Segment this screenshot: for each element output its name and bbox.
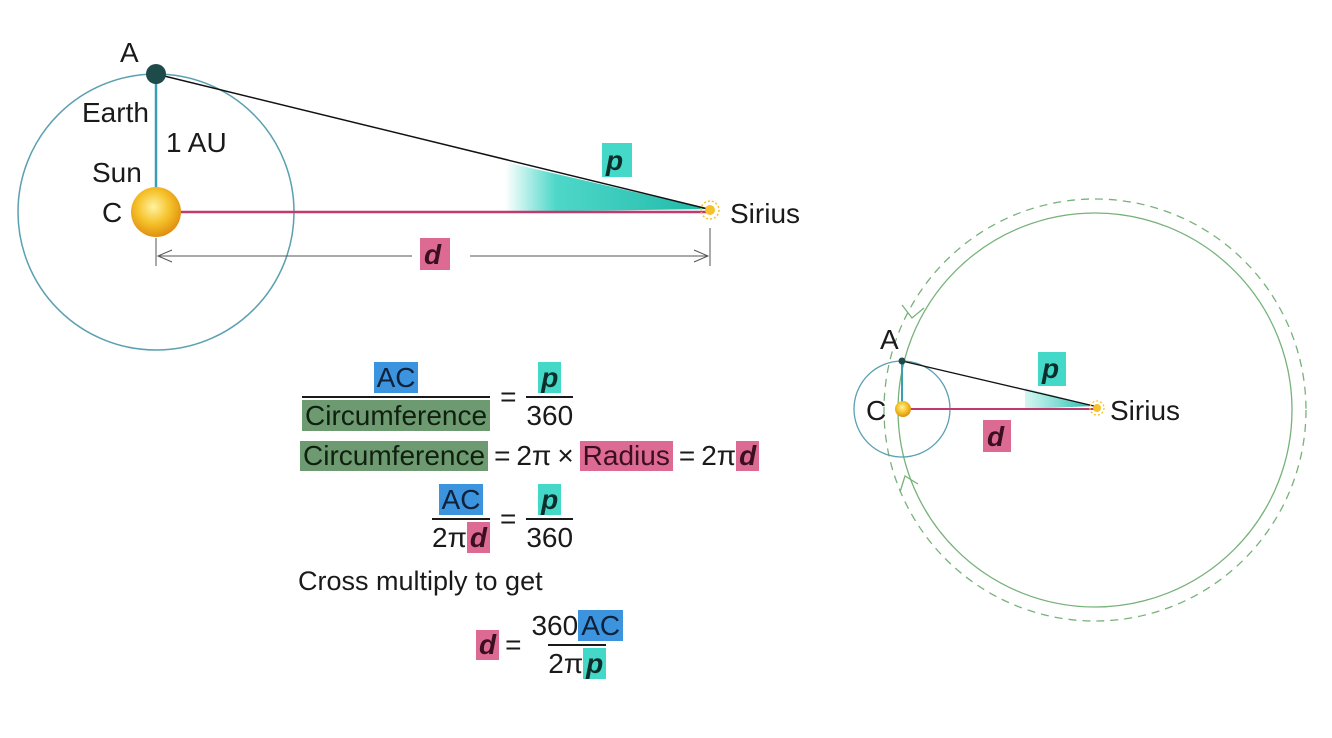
eq2-radius: Radius bbox=[579, 441, 673, 471]
dimension-arrow-right bbox=[693, 249, 710, 263]
label-sirius-small: Sirius bbox=[1110, 395, 1180, 426]
eq4-equals: = bbox=[505, 629, 522, 660]
eq1-360: 360 bbox=[526, 396, 574, 432]
eq2-d: d bbox=[736, 441, 760, 471]
label-d: d bbox=[424, 239, 442, 270]
label-sirius: Sirius bbox=[730, 198, 800, 229]
eq3-ac: AC bbox=[438, 484, 484, 515]
earth-small bbox=[898, 357, 906, 365]
label-a-small: A bbox=[880, 324, 899, 355]
equations-block: AC Circumference = p 360 Circumference =… bbox=[290, 360, 830, 700]
eq2-equals-2: = bbox=[678, 440, 696, 471]
parallax-angle-wedge bbox=[505, 162, 708, 212]
eq3-360: 360 bbox=[526, 518, 574, 554]
orbit-arrow-top bbox=[901, 304, 925, 319]
eq1-fraction-left: AC Circumference bbox=[302, 362, 491, 432]
eq3-fraction-right: p 360 bbox=[526, 484, 574, 554]
label-1-au: 1 AU bbox=[166, 127, 227, 158]
equation-2: Circumference = 2π × Radius = 2π d bbox=[300, 440, 760, 472]
dimension-arrow-left bbox=[156, 249, 173, 263]
eq2-circumference: Circumference bbox=[300, 441, 489, 471]
left-diagram: A Earth 1 AU Sun C p Sirius d bbox=[17, 37, 800, 351]
eq2-equals-1: = bbox=[494, 440, 511, 471]
label-p-small: p bbox=[1041, 353, 1059, 384]
eq1-equals: = bbox=[500, 381, 517, 412]
orbit-arrow-bottom bbox=[899, 475, 919, 493]
eq1-ac: AC bbox=[373, 362, 419, 393]
label-d-highlight bbox=[420, 238, 450, 270]
eq2-two-pi: 2π bbox=[516, 440, 552, 471]
eq1-p: p bbox=[538, 362, 562, 393]
right-diagram: A C p Sirius d bbox=[853, 198, 1307, 622]
eq2-times: × bbox=[557, 440, 574, 471]
label-d-small: d bbox=[987, 421, 1005, 452]
eq1-circumference: Circumference bbox=[302, 400, 491, 431]
cross-multiply-note: Cross multiply to get bbox=[298, 566, 543, 596]
sightline-small bbox=[901, 360, 1095, 407]
label-p-small-highlight bbox=[1038, 352, 1066, 386]
label-d-small-highlight bbox=[983, 420, 1011, 452]
eq4-360: 360 bbox=[531, 610, 579, 641]
eq3-two-pi: 2π bbox=[432, 522, 467, 553]
star-sirius-small bbox=[1089, 400, 1105, 416]
eq4-two-pi: 2π bbox=[548, 648, 584, 679]
eq3-d: d bbox=[466, 522, 490, 553]
eq1-fraction-right: p 360 bbox=[526, 362, 574, 432]
label-p-highlight bbox=[602, 143, 632, 177]
eq4-p: p bbox=[583, 648, 607, 679]
label-p: p bbox=[605, 145, 623, 176]
label-c: C bbox=[102, 197, 122, 228]
eq3-p: p bbox=[538, 484, 562, 515]
eq4-ac: AC bbox=[578, 610, 624, 641]
label-sun: Sun bbox=[92, 157, 142, 188]
equation-1: AC Circumference = p 360 bbox=[298, 362, 577, 432]
sightline-earth-to-star bbox=[155, 73, 709, 210]
label-c-small: C bbox=[866, 395, 886, 426]
eq4-d: d bbox=[476, 630, 500, 660]
sun-small bbox=[895, 401, 911, 417]
sun bbox=[131, 187, 181, 237]
eq3-equals: = bbox=[500, 503, 517, 534]
outer-orbit-dashed bbox=[883, 198, 1307, 622]
earth bbox=[146, 64, 166, 84]
eq2-two-pi-b: 2π bbox=[701, 440, 737, 471]
label-a: A bbox=[120, 37, 139, 68]
label-earth: Earth bbox=[82, 97, 149, 128]
star-sirius bbox=[700, 200, 720, 220]
